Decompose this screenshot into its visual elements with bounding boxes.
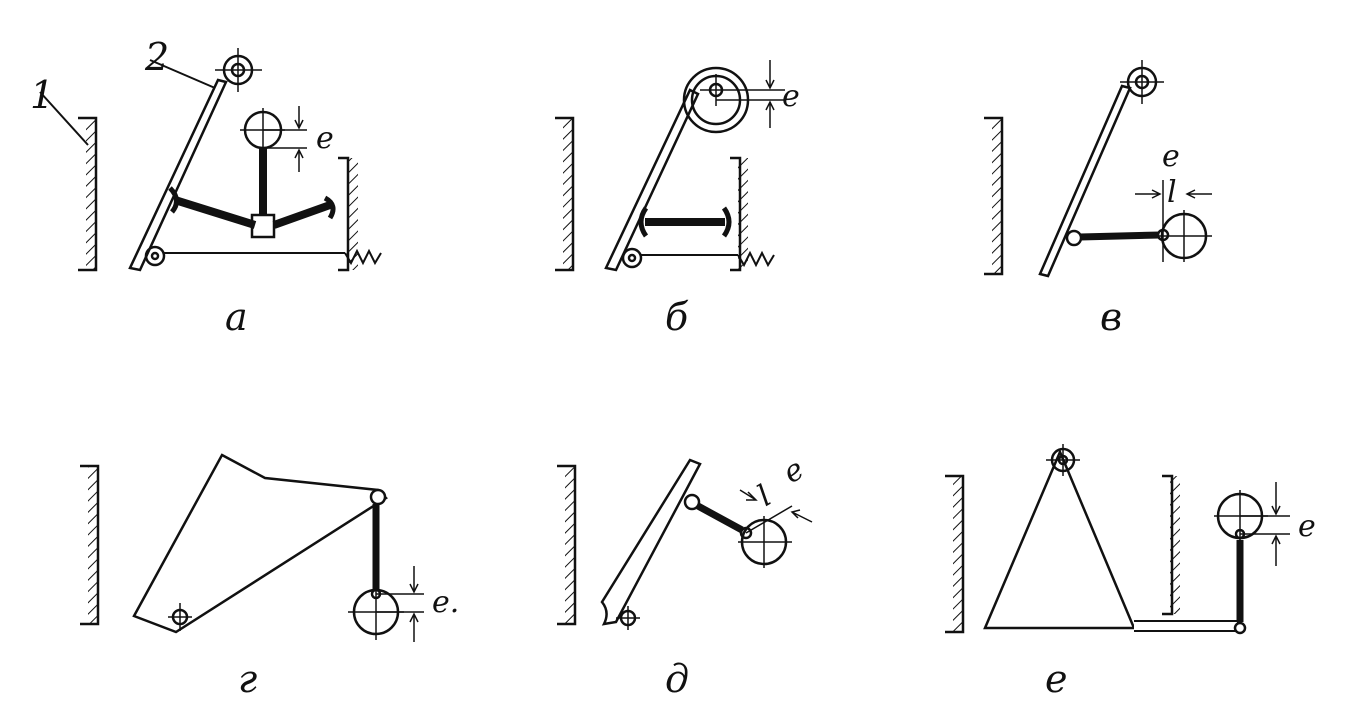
toggle-seats [638,206,732,238]
caption-d: д [665,657,689,701]
lower-pivot [616,606,640,630]
toggle-seats [168,186,336,220]
rod-head [250,213,276,239]
movable-jaw [1038,84,1132,278]
rear-wall [730,156,748,272]
scheme-b [555,60,785,272]
scheme-e [945,444,1290,635]
eccentric-shaft [240,106,307,172]
movable-jaw-plate [132,453,388,634]
dimension-e-g: e. [432,585,459,620]
caption-v: в [1100,295,1122,339]
tension-rod-spring [621,247,775,269]
caption-a: а [225,295,248,339]
suspension-axis [1120,60,1164,104]
eccentric-shaft [348,566,424,642]
scheme-v [984,60,1212,278]
eccentric-shaft [1135,180,1212,262]
tension-rod-spring [144,245,382,267]
eccentric-shaft [738,489,813,568]
dimension-l-d: l [752,479,778,514]
fixed-jaw-1 [78,116,98,272]
thrust-rod [1134,620,1239,632]
rear-wall [1162,474,1180,616]
scheme-g [80,453,424,642]
leader-line-2 [149,59,216,89]
scheme-d [557,458,813,630]
dimension-e-e: e [1298,509,1316,544]
scheme-a [39,48,382,272]
rear-wall [338,156,358,272]
pivot-axis [168,603,192,631]
fixed-jaw [80,464,100,626]
caption-g: г [238,657,257,701]
label-wall-number: 1 [30,73,54,117]
fixed-jaw [555,116,575,272]
movable-jaw [604,88,700,272]
dimension-e-v: e [1162,139,1180,174]
connecting-rod [1079,231,1161,241]
dimension-e-b: e [782,79,800,114]
toggle-plates [173,196,332,229]
fixed-jaw [557,464,577,626]
suspension-axis [215,48,262,92]
fixed-jaw [945,474,965,634]
movable-jaw-2 [128,78,228,272]
dimension-e-d: e [777,452,810,491]
movable-jaw-plate [983,448,1136,630]
fixed-jaw [984,116,1004,276]
dimension-e-a: e [316,121,334,156]
suspension-axis [1046,444,1080,476]
leader-line-1 [39,91,89,146]
caption-e: е [1045,657,1068,701]
caption-b: б [665,295,689,339]
dimension-l-v: l [1167,175,1177,210]
eccentric-suspension [682,60,785,134]
movable-jaw [600,458,702,626]
label-jaw-number: 2 [144,35,169,79]
eccentric-shaft [1214,482,1290,566]
connecting-rod [696,502,744,534]
